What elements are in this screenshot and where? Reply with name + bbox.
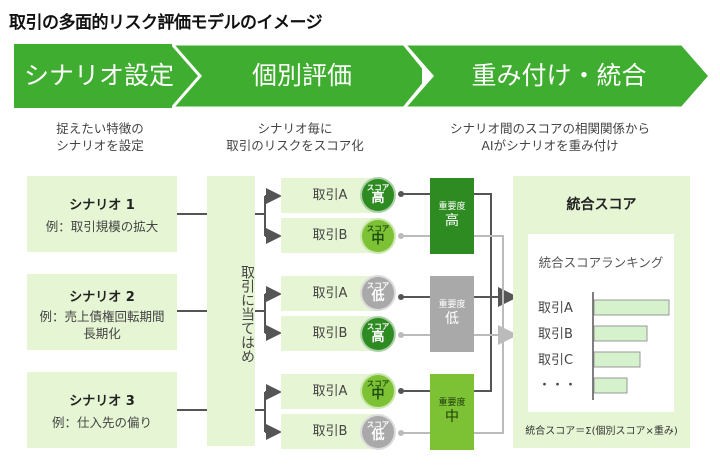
score-value: 高 (371, 330, 385, 345)
desc-line: 取引のリスクをスコア化 (226, 138, 364, 153)
apply-to-transactions-box: 取引に当てはめ (207, 176, 255, 446)
step-scenario-setting: シナリオ設定 (14, 44, 214, 108)
score-prefix: スコア (366, 281, 390, 290)
branch-group2 (255, 293, 277, 334)
desc-line: シナリオ間のスコアの相関関係から (449, 121, 650, 136)
step-label: 個別評価 (251, 61, 352, 90)
branch-group3 (255, 391, 277, 433)
step-label: シナリオ設定 (23, 61, 174, 90)
step-individual-evaluation: 個別評価 (172, 44, 422, 108)
ranking-title: 統合スコアランキング (538, 255, 664, 270)
desc-line: AIがシナリオを重み付け (481, 138, 619, 153)
ranking-bar (593, 325, 648, 342)
score-prefix: スコア (366, 420, 390, 429)
ranking-bars (592, 292, 670, 400)
ranking-label: ・・・ (538, 378, 578, 393)
ranking-label: 取引A (538, 301, 573, 316)
integrated-score-formula: 統合スコア＝Σ(個別スコア×重み) (525, 426, 678, 437)
chevron-shape (172, 44, 422, 108)
score-value: 低 (371, 289, 385, 304)
importance-box: 重要度高 (430, 178, 474, 254)
scenario-example: 例：売上債権回転期間 (39, 309, 165, 324)
score-badge: スコア高 (360, 177, 396, 213)
score-value: 低 (371, 428, 385, 443)
integrated-score-panel: 統合スコア 統合スコアランキング 取引A 取引B 取引C ・・・ 統合スコア＝Σ… (513, 176, 690, 448)
desc-line: 捉えたい特徴の (56, 121, 144, 136)
score-badge: スコア低 (360, 414, 396, 450)
importance-prefix: 重要度 (438, 398, 466, 408)
scenario-example: 例：取引規模の拡大 (45, 219, 159, 234)
importance-value: 中 (445, 409, 459, 425)
chevron-shape (404, 44, 712, 108)
importance-box: 重要度低 (430, 276, 474, 352)
ranking-label: 取引B (538, 327, 573, 342)
score-value: 中 (371, 232, 385, 247)
score-badge: スコア高 (360, 316, 396, 352)
step-description: シナリオ毎に 取引のリスクをスコア化 (195, 120, 395, 154)
score-badge: スコア中 (360, 218, 396, 254)
score-prefix: スコア (366, 379, 390, 388)
chevron-shape (14, 44, 210, 108)
ranking-label: 取引C (538, 353, 574, 368)
page-title: 取引の多面的リスク評価モデルのイメージ (9, 13, 323, 33)
score-badge: スコア中 (360, 373, 396, 409)
score-prefix: スコア (366, 322, 390, 331)
scenario-box-3: シナリオ 3 例：仕入先の偏り (27, 372, 177, 448)
step-weighting-integration: 重み付け・統合 (404, 44, 720, 108)
importance-prefix: 重要度 (438, 300, 466, 310)
score-badge: スコア低 (360, 275, 396, 311)
integrated-score-title: 統合スコア (566, 197, 637, 213)
transaction-box: 取引A (281, 178, 379, 213)
ranking-chart: 統合スコアランキング 取引A 取引B 取引C ・・・ (528, 234, 674, 412)
branch-group1 (255, 195, 277, 237)
apply-label: 取引に当てはめ (239, 265, 255, 363)
step-description: シナリオ間のスコアの相関関係から AIがシナリオを重み付け (420, 120, 680, 154)
score-value: 高 (371, 191, 385, 206)
desc-line: シナリオを設定 (56, 138, 144, 153)
importance-prefix: 重要度 (438, 202, 466, 212)
scenario-box-1: シナリオ 1 例：取引規模の拡大 (27, 176, 177, 252)
score-prefix: スコア (366, 183, 390, 192)
score-prefix: スコア (366, 224, 390, 233)
scenario-name: シナリオ 1 (69, 198, 135, 213)
scenario-box-2: シナリオ 2 例：売上債権回転期間 長期化 (27, 274, 177, 350)
step-description: 捉えたい特徴の シナリオを設定 (20, 120, 180, 154)
desc-line: シナリオ毎に (257, 121, 333, 136)
score-value: 中 (371, 387, 385, 402)
ranking-bar (593, 377, 628, 394)
ranking-bar (593, 299, 670, 316)
importance-value: 低 (445, 311, 459, 327)
scenario-example: 長期化 (83, 326, 121, 341)
ranking-bar (593, 351, 641, 368)
step-label: 重み付け・統合 (471, 61, 647, 90)
scenario-name: シナリオ 3 (69, 394, 135, 409)
importance-box: 重要度中 (430, 374, 474, 450)
scenario-example: 例：仕入先の偏り (51, 415, 152, 430)
scenario-name: シナリオ 2 (69, 290, 135, 305)
importance-value: 高 (445, 213, 459, 229)
